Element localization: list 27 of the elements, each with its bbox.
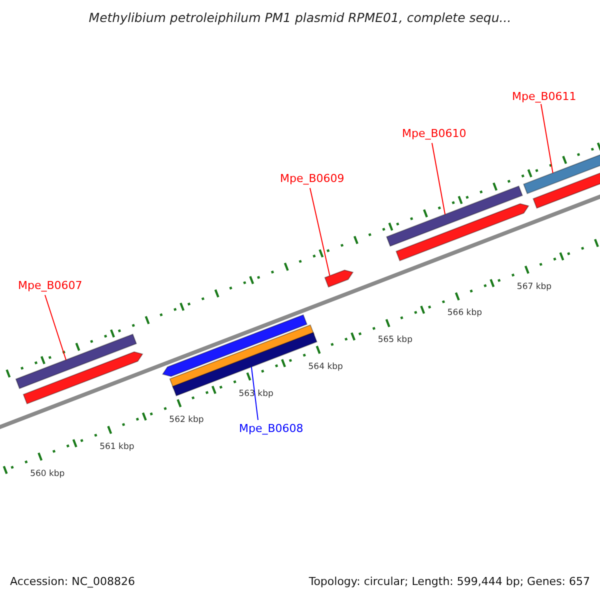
- gene-label: Mpe_B0610: [402, 127, 466, 140]
- scale-label: 564 kbp: [308, 362, 343, 372]
- footer-text: Accession: NC_008826: [10, 575, 136, 588]
- gene-arrow: [324, 270, 354, 288]
- gene-label: Mpe_B0608: [239, 422, 304, 435]
- leader-line: [310, 188, 330, 276]
- gene-bar: [386, 185, 523, 247]
- leader-line: [432, 142, 446, 215]
- footer-text: Topology: circular; Length: 599,444 bp; Genes: 657: [308, 575, 590, 588]
- gene-label: Mpe_B0611: [512, 90, 576, 103]
- scale-label: 566 kbp: [447, 308, 482, 318]
- gene-bar: [15, 334, 137, 390]
- scale-label: 567 kbp: [516, 282, 552, 292]
- scale-label: 561 kbp: [100, 442, 134, 452]
- leader-line: [44, 294, 66, 360]
- scale-label: 560 kbp: [30, 468, 65, 479]
- gene-arrow: [22, 351, 144, 404]
- gene-label: Mpe_B0609: [280, 172, 344, 185]
- scale-label: 565 kbp: [378, 335, 412, 346]
- scale-label: 562 kbp: [169, 415, 204, 426]
- leader-line: [250, 366, 258, 420]
- title: Methylibium petroleiphilum PM1 plasmid RPME01, complete sequ...: [88, 10, 512, 25]
- gene-arrow: [162, 314, 308, 377]
- gene-arrow: [396, 203, 530, 262]
- scale-label: 563 kbp: [238, 388, 274, 398]
- leader-line: [540, 104, 554, 174]
- gene-label: Mpe_B0607: [18, 279, 82, 292]
